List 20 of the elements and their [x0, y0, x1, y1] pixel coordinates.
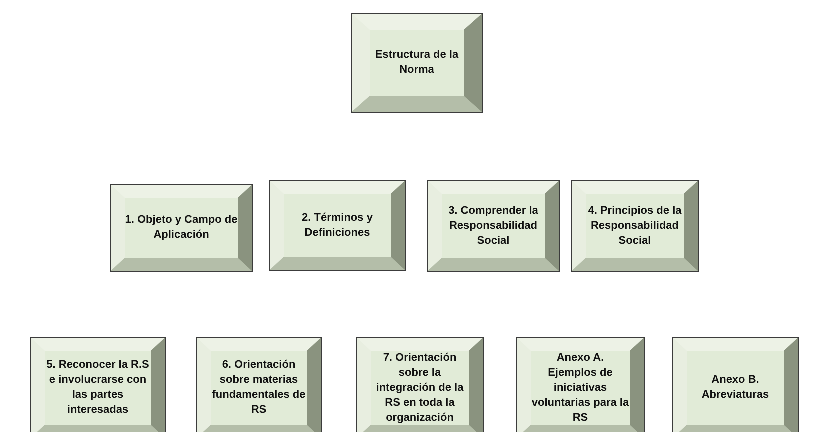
- bevel-box: [673, 338, 798, 432]
- bevel-box: [31, 338, 165, 432]
- bevel-box: [572, 181, 698, 271]
- box-text: 5. Reconocer la R.S e involucrarse con las partes interesadas: [46, 358, 150, 418]
- bevel-box: [352, 14, 482, 112]
- box-text: Estructura de la Norma: [374, 48, 460, 78]
- box-text: 4. Principios de la Responsabilidad Social: [587, 204, 683, 248]
- bevel-box: [111, 185, 252, 271]
- box-text: Anexo B. Abreviaturas: [700, 373, 770, 403]
- box-text: 3. Comprender la Responsabilidad Social: [448, 204, 540, 248]
- box-text: 6. Orientación sobre materias fundamentales de RS: [211, 358, 307, 418]
- box-text: Anexo A. Ejemplos de iniciativas voluntarias para la RS: [531, 350, 630, 426]
- box-text: 2. Términos y Definiciones: [301, 210, 374, 240]
- bevel-box: [270, 181, 405, 270]
- bevel-box: [517, 338, 644, 432]
- box-text: 7. Orientación sobre la integración de la RS en toda la organización: [375, 350, 465, 426]
- bevel-box: [357, 338, 483, 432]
- bevel-box: [428, 181, 559, 271]
- box-text: 1. Objeto y Campo de Aplicación: [125, 213, 238, 243]
- bevel-box: [197, 338, 321, 432]
